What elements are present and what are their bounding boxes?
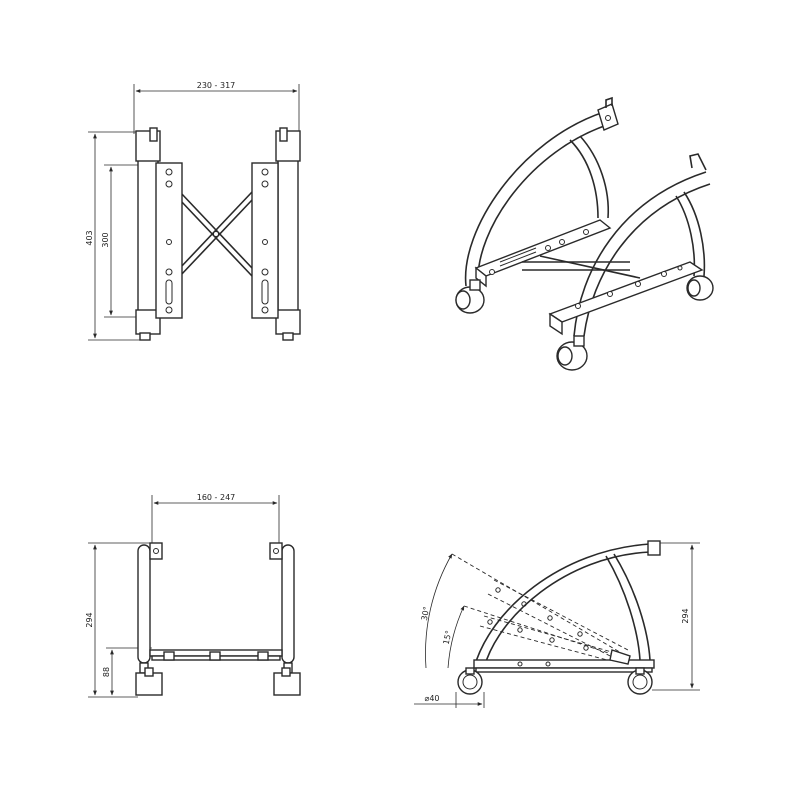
top-width-dimension: 230 - 317 (133, 81, 300, 134)
side-base (473, 649, 655, 673)
top-width-label: 230 - 317 (197, 81, 236, 90)
side-angle-small-label: 15° (442, 630, 454, 646)
side-view: 294 ⌀40 30° 15° (414, 540, 700, 708)
side-angle-15-dimension: 15° (442, 605, 465, 669)
top-inner-height-label: 300 (101, 232, 110, 247)
side-arch-frame (473, 540, 661, 669)
front-left-upright (135, 542, 163, 696)
top-right-rail (251, 127, 301, 341)
iso-left-arch (464, 96, 619, 287)
front-height-dimension: 294 (85, 542, 150, 698)
side-wheel-right (627, 667, 653, 695)
front-base-crossbar (149, 649, 283, 661)
iso-wheel-back (686, 275, 714, 301)
side-wheel-label: ⌀40 (425, 694, 440, 703)
isometric-view (455, 96, 714, 371)
top-scissor-crossbar (179, 191, 253, 277)
iso-crossbar (522, 255, 641, 279)
side-tilt-30-position (451, 553, 631, 663)
side-angle-large-label: 30° (420, 606, 431, 622)
front-height-label: 294 (85, 612, 94, 627)
iso-left-base-plate (474, 219, 612, 288)
side-angle-30-dimension: 30° (420, 553, 453, 669)
iso-wheel-front-left (455, 279, 485, 314)
top-left-rail (135, 127, 183, 341)
top-outer-height-label: 403 (85, 230, 94, 245)
side-height-dimension: 294 (652, 542, 700, 691)
iso-wheel-front-right (556, 335, 588, 371)
front-width-label: 160 - 247 (197, 493, 236, 502)
iso-right-base-plate (548, 261, 704, 336)
front-view: 160 - 247 294 88 (85, 493, 301, 698)
side-wheel-left (457, 667, 483, 695)
front-right-upright (269, 542, 301, 696)
front-base-height-label: 88 (102, 667, 111, 677)
top-view: 230 - 317 403 300 (85, 81, 301, 341)
side-wheel-dimension: ⌀40 (414, 692, 485, 708)
side-tilt-15-position (463, 605, 631, 665)
front-width-dimension: 160 - 247 (151, 493, 280, 548)
side-height-label: 294 (681, 608, 690, 623)
